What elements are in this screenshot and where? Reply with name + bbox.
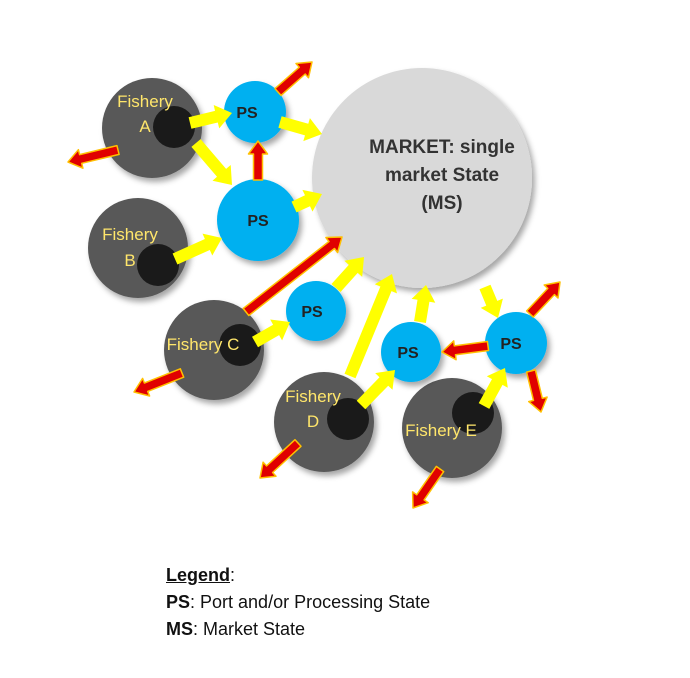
export-flow-arrow: [525, 369, 548, 413]
trade-flow-arrow: [252, 319, 290, 348]
market-title: MARKET: single: [369, 137, 515, 158]
trade-flow-arrow: [172, 233, 222, 265]
trade-flow-arrow: [478, 368, 508, 409]
fishery-b-label: Fishery: [102, 225, 158, 244]
legend-ms-entry: MS: Market State: [166, 616, 430, 643]
legend-ps-text: : Port and/or Processing State: [190, 592, 431, 612]
port-state-circle: [485, 312, 547, 374]
legend-ps-abbr: PS: [166, 592, 191, 612]
port-state-circle: [217, 179, 299, 261]
fishery-d-label: Fishery: [285, 387, 341, 406]
market-abbreviation: (MS): [421, 193, 462, 214]
port-state-circle: [381, 322, 441, 382]
trade-flow-arrow: [479, 284, 503, 318]
export-flow-arrow: [259, 438, 302, 479]
export-flow-arrow: [441, 340, 490, 361]
ps-label: PS: [301, 304, 323, 321]
fishery-e-label: Fishery E: [405, 421, 477, 440]
fishery-d-letter: D: [307, 412, 319, 431]
port-state-circle: [224, 81, 286, 143]
trade-flow-arrow: [331, 257, 364, 292]
legend-ms-abbr: MS: [166, 619, 193, 639]
fishery-b-letter: B: [124, 251, 135, 270]
trade-flow-arrow: [278, 116, 322, 142]
fishery-a-core: [153, 106, 195, 148]
legend-ms-text: : Market State: [193, 619, 306, 639]
trade-flow-arrow: [411, 285, 436, 323]
fishery-c-label: Fishery C: [167, 335, 240, 354]
fishery-b-circle: [88, 198, 188, 298]
export-flow-arrow: [411, 465, 445, 509]
fishery-b-core: [137, 244, 179, 286]
export-flow-arrow: [525, 281, 561, 318]
fishery-a-label: Fishery: [117, 92, 173, 111]
export-flow-arrow: [133, 368, 185, 397]
ps-label: PS: [500, 336, 522, 353]
fisheries-trade-diagram: MARKET: single market State (MS) PS PS P…: [67, 61, 561, 509]
fishery-a-circle: [102, 78, 202, 178]
arrow-layer: [67, 61, 561, 509]
market-subtitle: market State: [385, 165, 499, 186]
trade-flow-arrow: [344, 274, 397, 379]
fishery-a-letter: A: [139, 117, 151, 136]
market-state-circle: [312, 68, 532, 288]
ps-label: PS: [236, 105, 258, 122]
fishery-c-core: [219, 324, 261, 366]
export-flow-arrow: [274, 61, 313, 97]
ps-label: PS: [247, 213, 269, 230]
export-flow-arrow: [67, 144, 120, 169]
legend-title: Legend: [166, 565, 231, 585]
port-state-circle: [286, 281, 346, 341]
export-flow-arrow: [247, 140, 269, 181]
legend-heading: Legend:: [166, 562, 430, 589]
trade-flow-arrow: [291, 189, 322, 213]
fishery-d-core: [327, 398, 369, 440]
legend-colon: :: [230, 565, 236, 585]
export-flow-arrow: [242, 236, 343, 317]
trade-flow-arrow: [191, 139, 232, 185]
trade-flow-arrow: [188, 105, 232, 129]
trade-flow-arrow: [356, 370, 395, 410]
ps-label: PS: [397, 345, 419, 362]
legend: Legend: PS: Port and/or Processing State…: [166, 562, 430, 643]
legend-ps-entry: PS: Port and/or Processing State: [166, 589, 430, 616]
